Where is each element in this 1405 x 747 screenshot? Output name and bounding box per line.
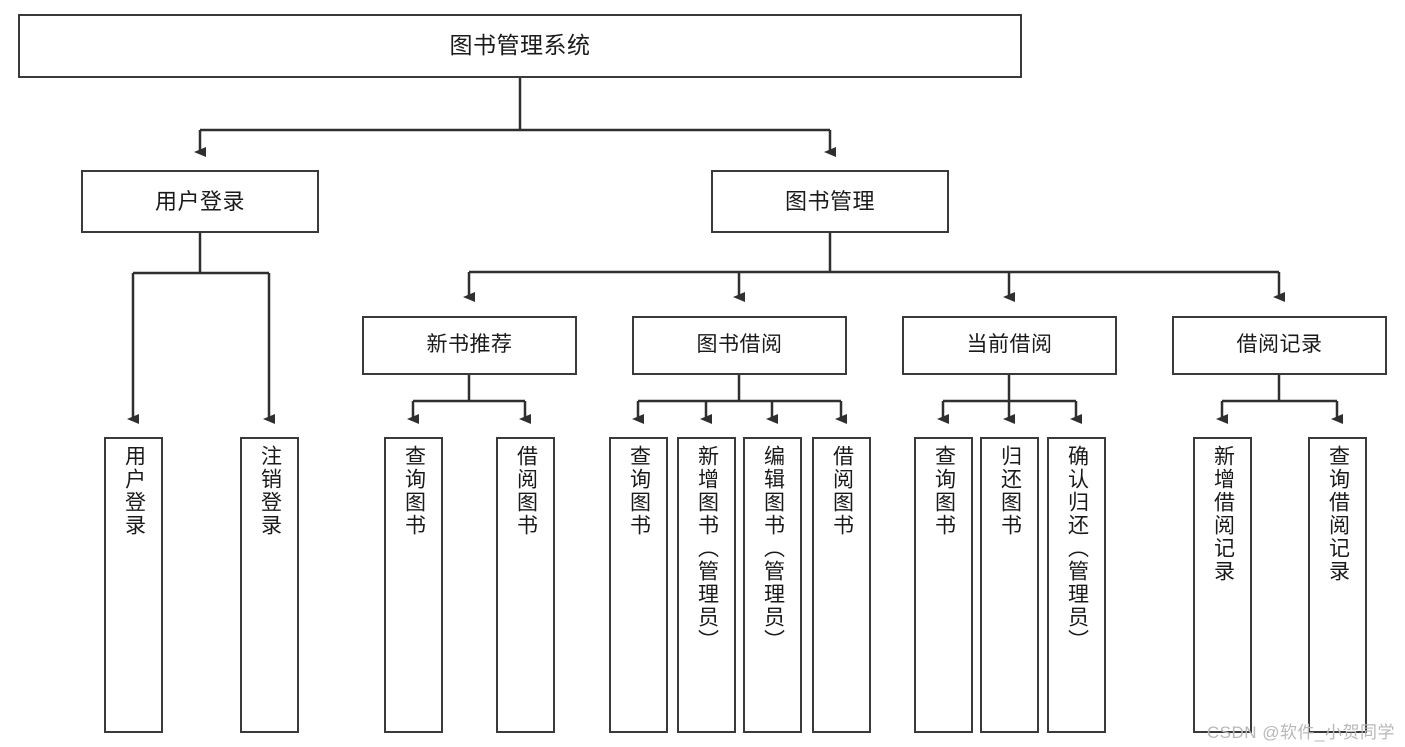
- leaf-new-book-query[interactable]: 查询图书: [384, 437, 443, 733]
- node-label: 当前借阅: [966, 333, 1053, 357]
- node-label: 确认归还（管理员）: [1065, 445, 1089, 652]
- node-label: 图书借阅: [696, 333, 783, 357]
- node-new-book-recommend[interactable]: 新书推荐: [362, 316, 577, 375]
- node-borrow-record[interactable]: 借阅记录: [1172, 316, 1387, 375]
- node-label: 用户登录: [122, 445, 146, 537]
- leaf-current-borrow-confirm-return[interactable]: 确认归还（管理员）: [1047, 437, 1106, 733]
- node-current-borrow[interactable]: 当前借阅: [902, 316, 1117, 375]
- node-label: 查询借阅记录: [1326, 445, 1350, 583]
- node-label: 借阅图书: [514, 445, 538, 537]
- watermark-text: CSDN @软件_小贺同学: [1206, 723, 1395, 742]
- node-label: 借阅记录: [1236, 333, 1323, 357]
- leaf-book-borrow-borrow[interactable]: 借阅图书: [812, 437, 871, 733]
- leaf-user-login-login[interactable]: 用户登录: [104, 437, 163, 733]
- node-label: 用户登录: [154, 188, 245, 214]
- leaf-book-borrow-edit[interactable]: 编辑图书（管理员）: [743, 437, 802, 733]
- leaf-borrow-record-query[interactable]: 查询借阅记录: [1308, 437, 1367, 733]
- node-label: 新书推荐: [426, 333, 513, 357]
- leaf-book-borrow-query[interactable]: 查询图书: [609, 437, 668, 733]
- node-label: 查询图书: [627, 445, 651, 537]
- leaf-book-borrow-add[interactable]: 新增图书（管理员）: [677, 437, 736, 733]
- node-user-login[interactable]: 用户登录: [81, 170, 319, 233]
- node-label: 图书管理系统: [449, 32, 591, 59]
- node-label: 图书管理: [784, 188, 875, 214]
- node-label: 新增借阅记录: [1211, 445, 1235, 583]
- node-book-borrow[interactable]: 图书借阅: [632, 316, 847, 375]
- leaf-current-borrow-query[interactable]: 查询图书: [914, 437, 973, 733]
- node-label: 查询图书: [932, 445, 956, 537]
- node-label: 编辑图书（管理员）: [761, 445, 785, 652]
- node-label: 注销登录: [258, 445, 282, 537]
- node-label: 借阅图书: [830, 445, 854, 537]
- leaf-borrow-record-add[interactable]: 新增借阅记录: [1193, 437, 1252, 733]
- leaf-user-login-logout[interactable]: 注销登录: [240, 437, 299, 733]
- node-label: 查询图书: [402, 445, 426, 537]
- node-book-management[interactable]: 图书管理: [711, 170, 949, 233]
- leaf-new-book-borrow[interactable]: 借阅图书: [496, 437, 555, 733]
- node-label: 新增图书（管理员）: [695, 445, 719, 652]
- node-root-system[interactable]: 图书管理系统: [18, 14, 1022, 78]
- node-label: 归还图书: [998, 445, 1022, 537]
- leaf-current-borrow-return[interactable]: 归还图书: [980, 437, 1039, 733]
